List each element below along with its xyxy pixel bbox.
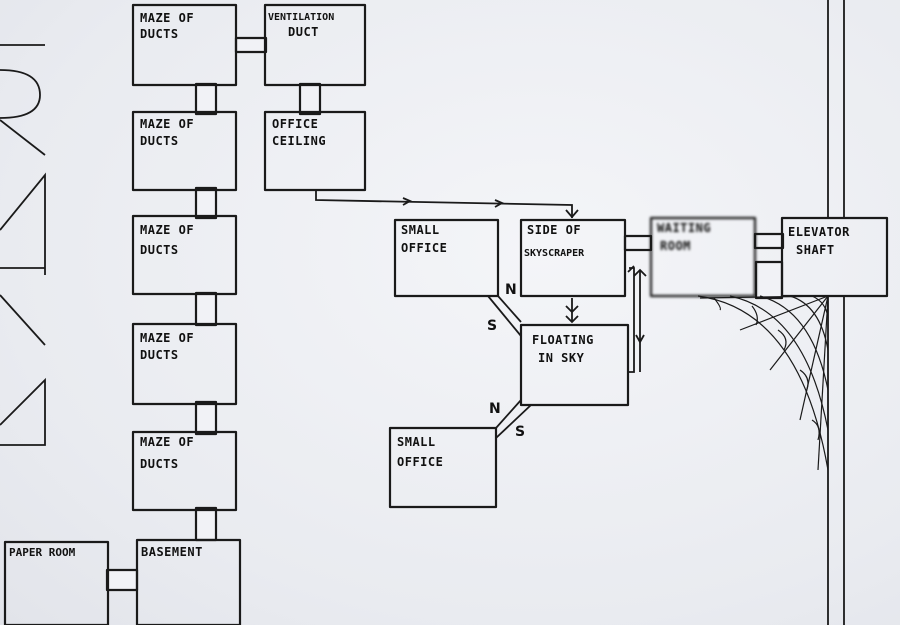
label-skyscraper-line2: SKYSCRAPER bbox=[524, 248, 585, 259]
diagonal-corridors bbox=[487, 295, 532, 439]
label-elevator-line2: SHAFT bbox=[796, 243, 835, 257]
label-paper-room: PAPER ROOM bbox=[9, 546, 76, 559]
label-waiting-line1: WAITING bbox=[657, 221, 711, 235]
label-office2-line2: OFFICE bbox=[397, 455, 443, 469]
room-elevator-shaft bbox=[780, 216, 889, 298]
label-office1-line1: SMALL bbox=[401, 223, 440, 237]
room-waiting-room bbox=[649, 216, 757, 298]
label-ceiling-line2: CEILING bbox=[272, 134, 326, 148]
label-duct2-line1: MAZE OF bbox=[140, 117, 194, 131]
movement-arrows bbox=[315, 190, 647, 373]
room-maze-of-ducts-4 bbox=[131, 322, 238, 406]
label-vent-line2: DUCT bbox=[288, 25, 319, 39]
direction-s-upper: S bbox=[487, 318, 497, 334]
label-duct1-line2: DUCTS bbox=[140, 27, 179, 41]
label-duct2-line2: DUCTS bbox=[140, 134, 179, 148]
room-labels: MAZE OF DUCTS VENTILATION DUCT MAZE OF D… bbox=[9, 11, 850, 559]
label-basement: BASEMENT bbox=[141, 545, 203, 559]
label-duct5-line2: DUCTS bbox=[140, 457, 179, 471]
label-floating-line1: FLOATING bbox=[532, 333, 594, 347]
label-duct4-line1: MAZE OF bbox=[140, 331, 194, 345]
direction-n-lower: N bbox=[489, 401, 501, 417]
label-vent-line1: VENTILATION bbox=[268, 12, 334, 23]
label-elevator-line1: ELEVATOR bbox=[788, 225, 850, 239]
label-office1-line2: OFFICE bbox=[401, 241, 447, 255]
room-ventilation-duct bbox=[263, 3, 367, 87]
direction-markers: N S N S bbox=[487, 282, 525, 440]
room-side-of-skyscraper bbox=[519, 218, 627, 298]
edge-lettering bbox=[0, 44, 46, 446]
room-maze-of-ducts-1 bbox=[131, 3, 238, 87]
label-waiting-line2: ROOM bbox=[660, 239, 691, 253]
room-maze-of-ducts-5 bbox=[131, 430, 238, 512]
label-duct4-line2: DUCTS bbox=[140, 348, 179, 362]
room-floating-in-sky bbox=[519, 323, 630, 407]
room-office-ceiling bbox=[263, 110, 367, 192]
label-skyscraper-line1: SIDE OF bbox=[527, 223, 581, 237]
label-floating-line2: IN SKY bbox=[538, 351, 585, 365]
room-small-office-1 bbox=[393, 218, 500, 298]
label-duct1-line1: MAZE OF bbox=[140, 11, 194, 25]
room-maze-of-ducts-3 bbox=[131, 214, 238, 296]
label-duct5-line1: MAZE OF bbox=[140, 435, 194, 449]
room-maze-of-ducts-2 bbox=[131, 110, 238, 192]
rooms bbox=[3, 3, 889, 625]
spider-web bbox=[697, 295, 829, 471]
label-duct3-line2: DUCTS bbox=[140, 243, 179, 257]
direction-s-lower: S bbox=[515, 424, 525, 440]
direction-n-upper: N bbox=[505, 282, 517, 298]
room-small-office-2 bbox=[388, 426, 498, 509]
room-basement bbox=[135, 538, 242, 625]
shaft-walls bbox=[827, 0, 845, 625]
room-paper-room bbox=[3, 540, 110, 625]
label-ceiling-line1: OFFICE bbox=[272, 117, 318, 131]
label-office2-line1: SMALL bbox=[397, 435, 436, 449]
label-duct3-line1: MAZE OF bbox=[140, 223, 194, 237]
